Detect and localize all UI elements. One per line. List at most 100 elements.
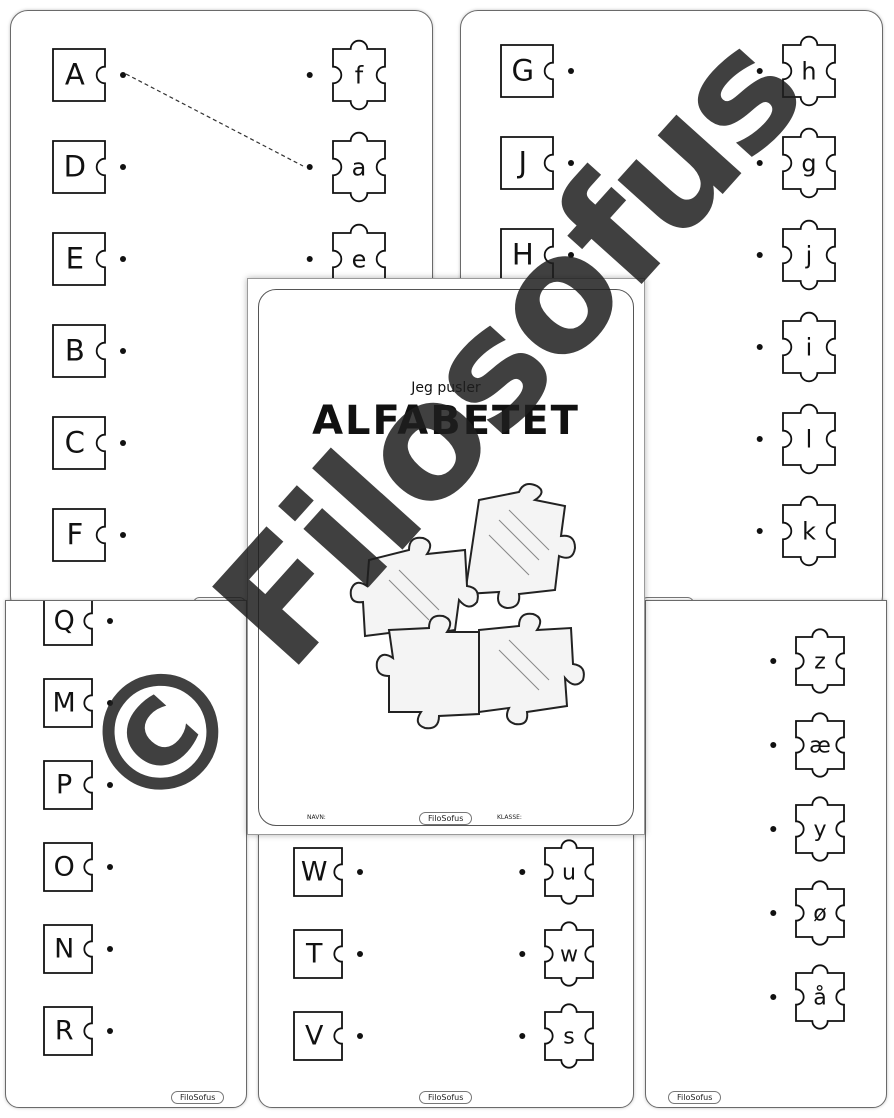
lowercase-piece: j bbox=[756, 219, 836, 291]
connect-dot[interactable] bbox=[306, 256, 313, 262]
footer-brand: FiloSofus bbox=[419, 1091, 473, 1104]
connect-dot[interactable] bbox=[770, 826, 777, 832]
connect-dot[interactable] bbox=[107, 618, 113, 624]
connect-dot[interactable] bbox=[120, 256, 126, 262]
connect-dot[interactable] bbox=[120, 440, 126, 446]
connect-dot[interactable] bbox=[756, 252, 763, 258]
lowercase-letter: k bbox=[802, 517, 816, 545]
worksheet-5: z æ y ø å FiloSofus bbox=[645, 600, 887, 1108]
example-connection-line bbox=[125, 73, 304, 167]
connect-dot[interactable] bbox=[519, 1033, 526, 1039]
lowercase-letter: l bbox=[806, 425, 813, 453]
connect-dot[interactable] bbox=[756, 160, 763, 166]
class-label: KLASSE: bbox=[497, 814, 522, 821]
uppercase-piece: B bbox=[52, 324, 126, 378]
puzzle-pieces-illustration bbox=[349, 483, 585, 730]
lowercase-letter: æ bbox=[809, 734, 831, 759]
connect-dot[interactable] bbox=[770, 910, 777, 916]
uppercase-piece: C bbox=[52, 416, 126, 470]
lowercase-piece: h bbox=[756, 35, 836, 107]
uppercase-piece: V bbox=[293, 1011, 363, 1061]
footer-brand: FiloSofus bbox=[171, 1091, 225, 1104]
uppercase-letter: O bbox=[54, 852, 75, 883]
uppercase-piece: E bbox=[52, 232, 126, 286]
uppercase-letter: T bbox=[305, 939, 323, 970]
lowercase-piece: y bbox=[770, 796, 845, 862]
uppercase-piece: W bbox=[293, 847, 363, 897]
uppercase-piece: O bbox=[43, 842, 113, 892]
connect-dot[interactable] bbox=[120, 72, 126, 78]
connect-dot[interactable] bbox=[107, 700, 113, 706]
uppercase-piece: F bbox=[52, 508, 126, 562]
connect-dot[interactable] bbox=[357, 869, 363, 875]
name-label: NAVN: bbox=[307, 814, 326, 821]
lowercase-piece: u bbox=[519, 839, 594, 905]
connect-dot[interactable] bbox=[120, 164, 126, 170]
connect-dot[interactable] bbox=[357, 1033, 363, 1039]
uppercase-piece: D bbox=[52, 140, 126, 194]
cover-brand: FiloSofus bbox=[419, 812, 473, 825]
lowercase-piece: i bbox=[756, 311, 836, 383]
connect-dot[interactable] bbox=[568, 68, 574, 74]
connect-dot[interactable] bbox=[519, 951, 526, 957]
connect-dot[interactable] bbox=[756, 436, 763, 442]
connect-dot[interactable] bbox=[756, 528, 763, 534]
connect-dot[interactable] bbox=[770, 658, 777, 664]
cover-subtitle: Jeg pusler bbox=[411, 380, 481, 396]
connect-dot[interactable] bbox=[107, 1028, 113, 1034]
connect-dot[interactable] bbox=[756, 344, 763, 350]
cover-page: Jeg pusler ALFABETET NAVN: FiloSofus KLA… bbox=[247, 278, 645, 835]
lowercase-piece: æ bbox=[770, 712, 845, 778]
connect-dot[interactable] bbox=[107, 782, 113, 788]
uppercase-piece: A bbox=[52, 48, 126, 102]
lowercase-letter: a bbox=[352, 153, 367, 181]
connect-dot[interactable] bbox=[107, 946, 113, 952]
lowercase-piece: g bbox=[756, 127, 836, 199]
connect-dot[interactable] bbox=[770, 994, 777, 1000]
cover-frame: Jeg pusler ALFABETET NAVN: FiloSofus KLA… bbox=[258, 289, 634, 826]
footer-brand: FiloSofus bbox=[668, 1091, 722, 1104]
uppercase-piece: H bbox=[500, 228, 574, 282]
connect-dot[interactable] bbox=[107, 864, 113, 870]
lowercase-piece: s bbox=[519, 1003, 594, 1069]
lowercase-piece: z bbox=[770, 628, 845, 694]
connect-dot[interactable] bbox=[357, 951, 363, 957]
uppercase-piece: R bbox=[43, 1006, 113, 1056]
lowercase-piece: e bbox=[306, 223, 386, 295]
uppercase-piece: M bbox=[43, 678, 113, 728]
uppercase-letter: D bbox=[64, 149, 86, 183]
lowercase-piece: f bbox=[306, 39, 386, 111]
lowercase-piece: a bbox=[306, 131, 386, 203]
connect-dot[interactable] bbox=[568, 252, 574, 258]
lowercase-letter: j bbox=[805, 241, 813, 269]
lowercase-piece: å bbox=[770, 964, 845, 1030]
connect-dot[interactable] bbox=[519, 869, 526, 875]
uppercase-letter: V bbox=[305, 1021, 324, 1052]
lowercase-letter: w bbox=[560, 943, 578, 968]
connect-dot[interactable] bbox=[120, 532, 126, 538]
uppercase-letter: F bbox=[66, 517, 83, 551]
lowercase-letter: z bbox=[814, 650, 826, 675]
worksheet-5-pieces: z æ y ø å bbox=[770, 628, 845, 1030]
connect-dot[interactable] bbox=[120, 348, 126, 354]
lowercase-letter: y bbox=[813, 818, 826, 843]
lowercase-letter: h bbox=[801, 57, 816, 85]
uppercase-letter: R bbox=[55, 1016, 74, 1047]
uppercase-piece: G bbox=[500, 44, 574, 98]
connect-dot[interactable] bbox=[306, 72, 313, 78]
uppercase-letter: E bbox=[66, 241, 84, 275]
lowercase-piece: w bbox=[519, 921, 594, 987]
connect-dot[interactable] bbox=[306, 164, 313, 170]
uppercase-piece: J bbox=[500, 136, 574, 190]
lowercase-letter: e bbox=[352, 245, 367, 273]
uppercase-piece: T bbox=[293, 929, 363, 979]
connect-dot[interactable] bbox=[770, 742, 777, 748]
connect-dot[interactable] bbox=[568, 160, 574, 166]
connect-dot[interactable] bbox=[756, 68, 763, 74]
lowercase-piece: l bbox=[756, 403, 836, 475]
lowercase-letter: ø bbox=[813, 902, 827, 927]
uppercase-letter: P bbox=[56, 770, 72, 801]
